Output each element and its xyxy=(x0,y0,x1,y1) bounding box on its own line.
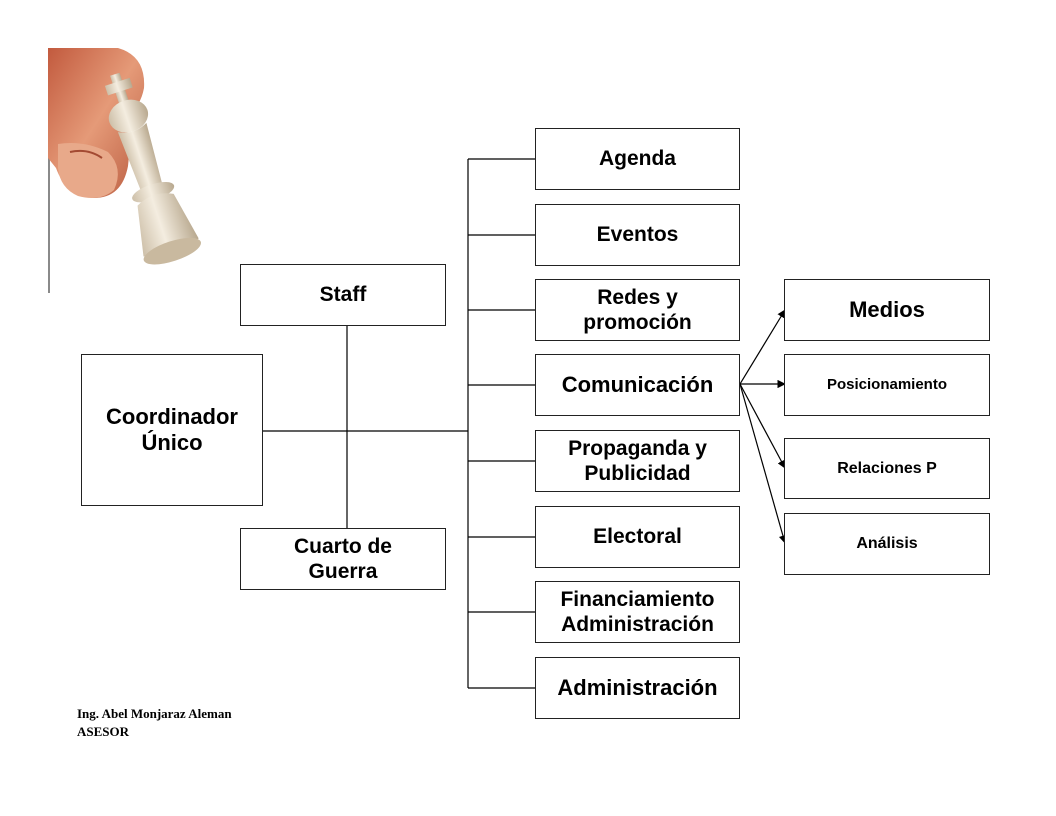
author-role: ASESOR xyxy=(77,724,130,739)
comunicacion-label: Comunicación xyxy=(561,371,714,397)
chess-king-hand-image xyxy=(48,48,202,293)
staff-box: Staff xyxy=(240,264,446,326)
coordinador-unico-box: Coordinador Único xyxy=(81,354,263,506)
redes-promocion-label: Redes y promoción xyxy=(583,285,692,334)
electoral-box: Electoral xyxy=(535,506,740,568)
administracion-label: Administración xyxy=(557,674,718,700)
propaganda-publicidad-label: Propaganda y Publicidad xyxy=(568,436,707,485)
posicionamiento-label: Posicionamiento xyxy=(826,376,948,393)
coordinador-unico-label: Coordinador Único xyxy=(106,403,238,455)
cuarto-de-guerra-box: Cuarto de Guerra xyxy=(240,528,446,590)
relaciones-p-box: Relaciones P xyxy=(784,438,990,499)
relaciones-p-label: Relaciones P xyxy=(837,459,937,477)
agenda-box: Agenda xyxy=(535,128,740,190)
financiamiento-administracion-box: Financiamiento Administración xyxy=(535,581,740,643)
eventos-label: Eventos xyxy=(596,223,679,247)
staff-label: Staff xyxy=(319,283,367,307)
author-name: Ing. Abel Monjaraz Aleman xyxy=(77,706,232,721)
analisis-label: Análisis xyxy=(856,535,918,553)
cuarto-de-guerra-label: Cuarto de Guerra xyxy=(293,534,392,583)
redes-promocion-box: Redes y promoción xyxy=(535,279,740,341)
medios-label: Medios xyxy=(849,296,925,322)
eventos-box: Eventos xyxy=(535,204,740,266)
administracion-box: Administración xyxy=(535,657,740,719)
electoral-label: Electoral xyxy=(593,525,682,549)
propaganda-publicidad-box: Propaganda y Publicidad xyxy=(535,430,740,492)
comunicacion-box: Comunicación xyxy=(535,354,740,416)
author-credit: Ing. Abel Monjaraz Aleman ASESOR xyxy=(77,705,232,741)
agenda-label: Agenda xyxy=(598,147,676,171)
medios-box: Medios xyxy=(784,279,990,341)
posicionamiento-box: Posicionamiento xyxy=(784,354,990,416)
financiamiento-administracion-label: Financiamiento Administración xyxy=(560,587,715,636)
analisis-box: Análisis xyxy=(784,513,990,575)
